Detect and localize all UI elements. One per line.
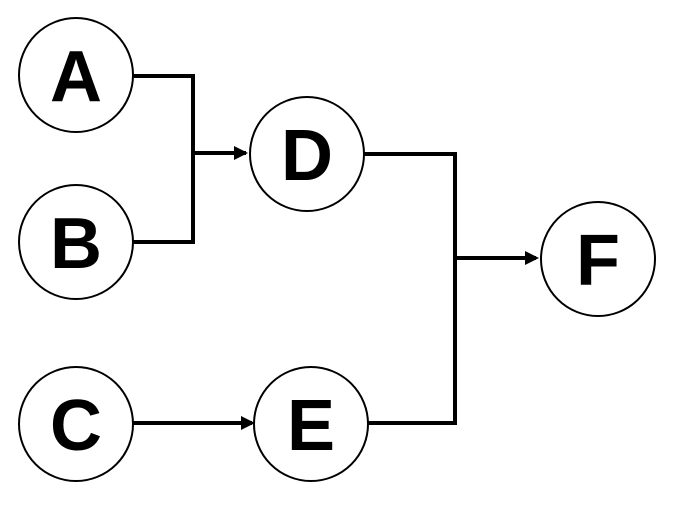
node-b-label: B bbox=[50, 204, 102, 284]
node-a[interactable]: A bbox=[18, 17, 134, 133]
node-f[interactable]: F bbox=[540, 201, 656, 317]
node-d-label: D bbox=[281, 116, 333, 196]
arrowheads-layer bbox=[234, 146, 539, 430]
nodes-layer: A B C D E F bbox=[18, 17, 656, 482]
node-e[interactable]: E bbox=[253, 366, 369, 482]
edge-d-to-f bbox=[364, 152, 536, 260]
node-c-circle[interactable] bbox=[18, 366, 134, 482]
edge-e-to-f bbox=[368, 258, 457, 425]
node-a-circle[interactable] bbox=[18, 17, 134, 133]
node-a-label: A bbox=[50, 37, 102, 117]
node-f-circle[interactable] bbox=[540, 201, 656, 317]
node-b-circle[interactable] bbox=[18, 184, 134, 300]
node-e-circle[interactable] bbox=[253, 366, 369, 482]
arrowhead-into-d-icon bbox=[234, 146, 248, 160]
arrowhead-into-f-icon bbox=[525, 251, 539, 265]
node-d-circle[interactable] bbox=[249, 96, 365, 212]
node-c[interactable]: C bbox=[18, 366, 134, 482]
node-c-label: C bbox=[50, 386, 102, 466]
node-f-label: F bbox=[576, 221, 620, 301]
arrowhead-into-e-icon bbox=[241, 416, 255, 430]
node-d[interactable]: D bbox=[249, 96, 365, 212]
edge-a-to-d bbox=[133, 74, 246, 155]
edges-layer bbox=[133, 74, 536, 425]
node-b[interactable]: B bbox=[18, 184, 134, 300]
edge-b-to-d bbox=[133, 153, 195, 244]
node-e-label: E bbox=[287, 386, 335, 466]
